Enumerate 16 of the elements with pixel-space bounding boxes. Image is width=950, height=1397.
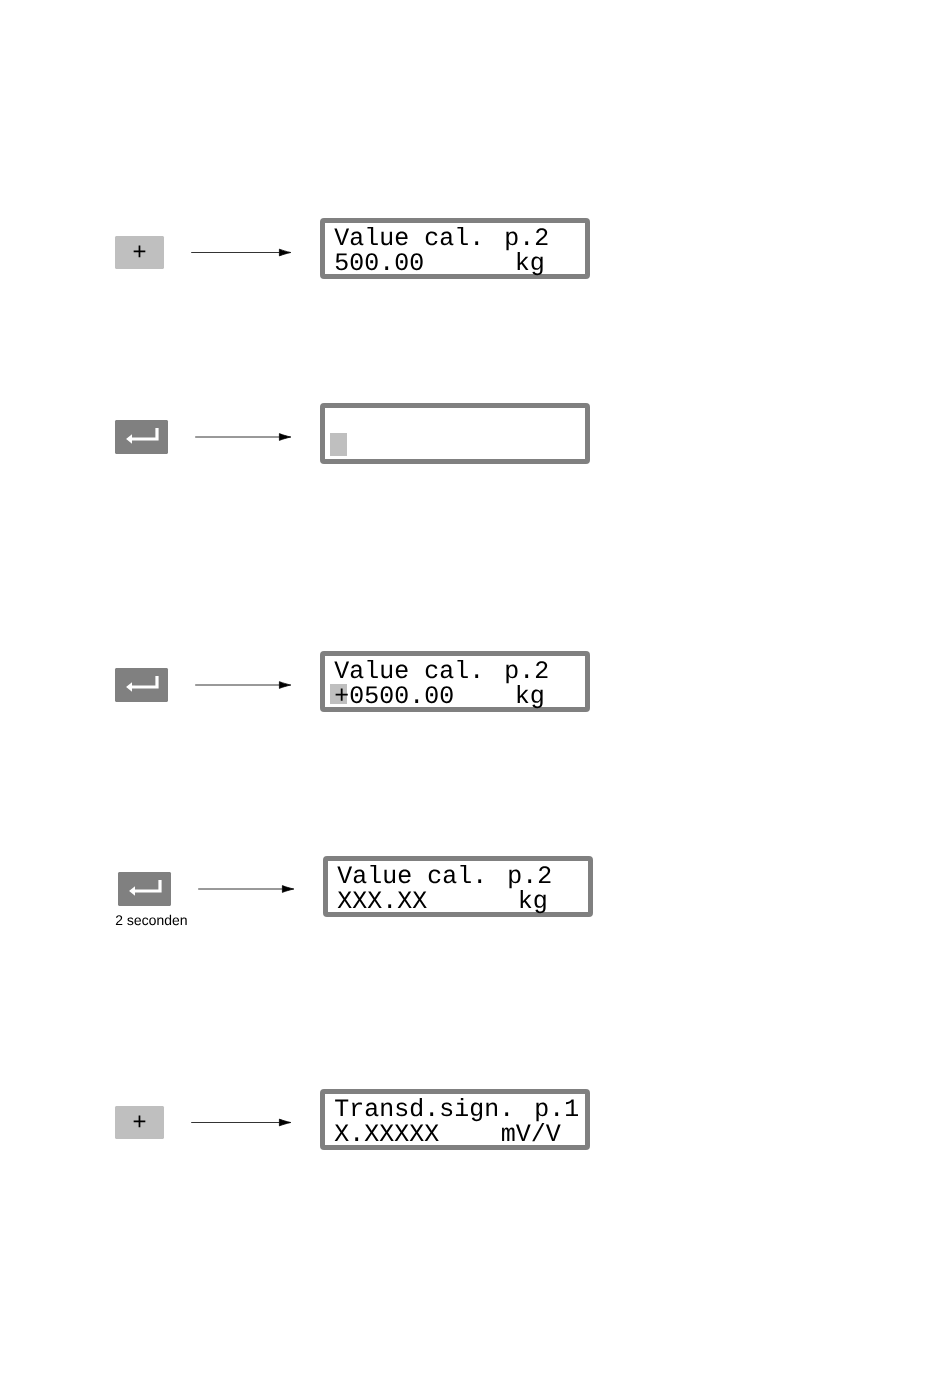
enter-key bbox=[118, 872, 171, 906]
lcd-display: Transd.sign. p.1 X.XXXXX mV/V bbox=[320, 1089, 590, 1150]
lcd-display bbox=[320, 403, 590, 464]
lcd-display: Value cal. p.2 +0500.00 kg bbox=[320, 651, 590, 712]
arrow bbox=[190, 1118, 292, 1127]
arrow bbox=[194, 681, 292, 689]
enter-key bbox=[115, 668, 168, 702]
lcd-display: Value cal. p.2 500.00 kg bbox=[320, 218, 590, 279]
arrow bbox=[197, 885, 295, 893]
plus-key: + bbox=[115, 236, 164, 269]
lcd-display: Value cal. p.2 XXX.XX kg bbox=[323, 856, 593, 917]
arrow bbox=[190, 248, 292, 257]
plus-key: + bbox=[115, 1106, 164, 1139]
enter-key bbox=[115, 420, 168, 454]
duration-note: 2 seconden bbox=[115, 914, 187, 926]
arrow bbox=[194, 433, 292, 441]
